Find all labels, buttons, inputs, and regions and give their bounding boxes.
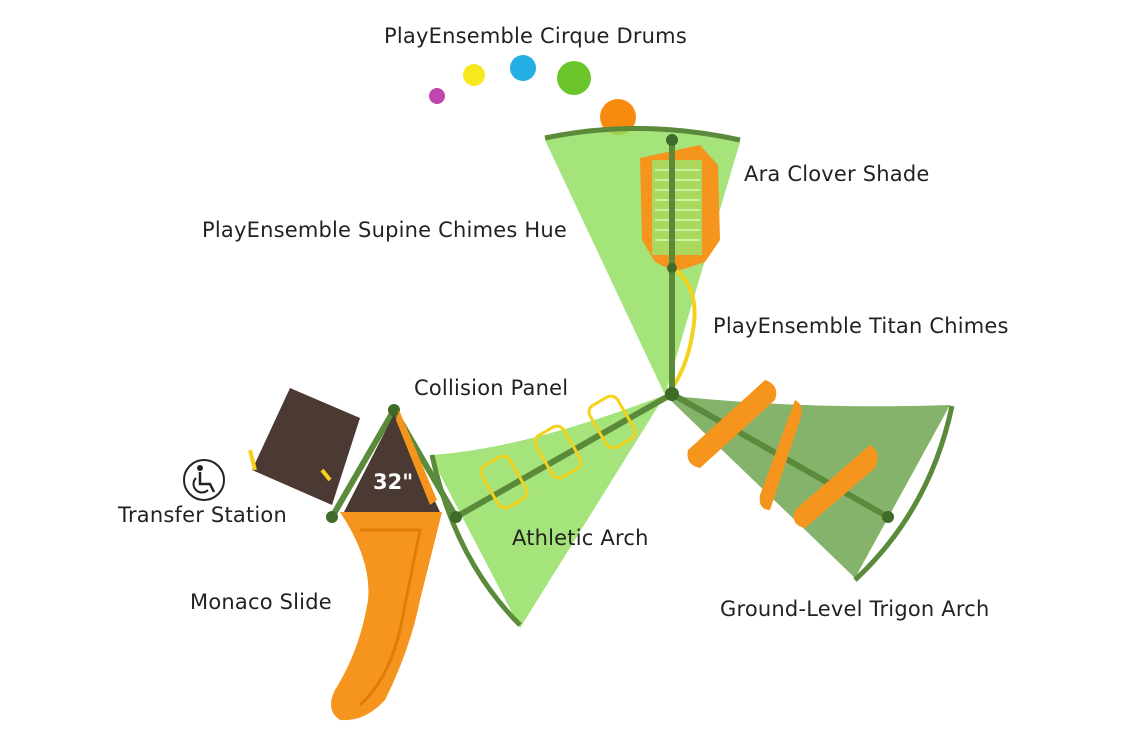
shade-right: [665, 395, 950, 578]
label-clover-shade: Ara Clover Shade: [744, 162, 930, 186]
label-trigon-arch: Ground-Level Trigon Arch: [720, 597, 990, 621]
joint: [882, 511, 894, 523]
collision-panel: [396, 410, 437, 505]
label-transfer-station: Transfer Station: [118, 503, 287, 527]
shade-left: [430, 395, 665, 628]
label-athletic-arch: Athletic Arch: [512, 526, 649, 550]
supine-chimes-bars: [652, 160, 702, 255]
label-titan-chimes: PlayEnsemble Titan Chimes: [713, 314, 1009, 338]
trigon-pads: [687, 380, 878, 528]
drum-green: [557, 61, 591, 95]
yellow-rail: [248, 449, 332, 482]
label-supine-chimes: PlayEnsemble Supine Chimes Hue: [202, 218, 567, 242]
drum-cyan: [510, 55, 536, 81]
top-arc-beam: [544, 125, 741, 143]
joint: [667, 263, 677, 273]
chime-bars: [655, 169, 700, 241]
triangle-deck: [344, 414, 440, 512]
right-arc-beam: [853, 405, 955, 582]
slide-bed: [359, 528, 422, 707]
joint: [450, 511, 462, 523]
roof: [252, 388, 360, 505]
hub-joint: [665, 387, 679, 401]
drum-yellow: [463, 64, 485, 86]
label-cirque-drums: PlayEnsemble Cirque Drums: [384, 24, 687, 48]
left-arc-beam: [429, 454, 522, 627]
athletic-arch-rings: [479, 394, 637, 510]
label-monaco-slide: Monaco Slide: [190, 590, 332, 614]
drum-orange: [600, 99, 636, 135]
titan-chimes-arc: [670, 268, 697, 390]
label-collision-panel: Collision Panel: [414, 376, 569, 400]
joint: [666, 134, 678, 146]
monaco-slide: [331, 512, 442, 721]
joint: [388, 404, 400, 416]
deck-height-badge: 32": [373, 470, 414, 494]
wheelchair-icon: [183, 459, 225, 501]
drum-magenta: [429, 88, 445, 104]
joint: [326, 511, 338, 523]
